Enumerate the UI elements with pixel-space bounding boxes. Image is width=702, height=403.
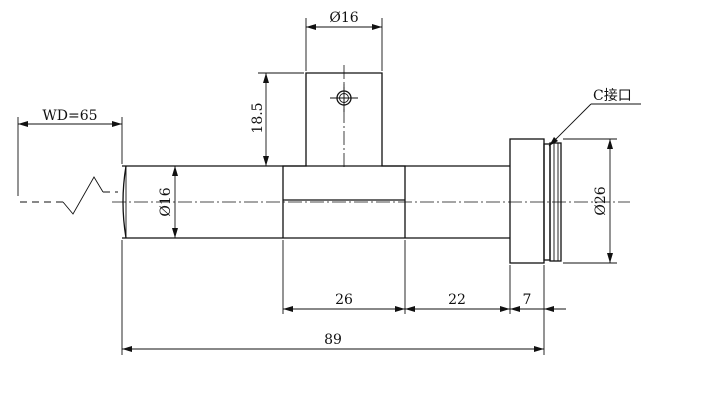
dim-body-diameter: Ø16 xyxy=(158,166,178,238)
dim-mount-height-label: 18.5 xyxy=(250,102,266,133)
dim-flange-diameter-label: Ø26 xyxy=(593,186,609,215)
dim-length-22: 22 xyxy=(404,240,511,314)
dim-wd: WD=65 xyxy=(17,108,123,196)
dim-length-26-label: 26 xyxy=(335,292,353,308)
dim-body-diameter-label: Ø16 xyxy=(158,187,174,216)
dim-mount-diameter: Ø16 xyxy=(305,10,383,71)
dim-length-22-label: 22 xyxy=(448,292,466,308)
callout-c-mount-label: C接口 xyxy=(593,87,632,104)
dim-length-7: 7 xyxy=(510,265,566,355)
dim-mount-diameter-label: Ø16 xyxy=(329,10,358,26)
lens-outline xyxy=(20,65,630,264)
dim-total-length-label: 89 xyxy=(324,332,342,348)
callout-c-mount: C接口 xyxy=(548,87,641,147)
dim-length-26: 26 xyxy=(282,240,405,314)
dim-flange-diameter: Ø26 xyxy=(563,138,617,264)
dim-total-length: 89 xyxy=(121,240,544,355)
dim-mount-height: 18.5 xyxy=(250,72,304,167)
dim-wd-label: WD=65 xyxy=(42,108,97,124)
dim-length-7-label: 7 xyxy=(523,292,532,308)
